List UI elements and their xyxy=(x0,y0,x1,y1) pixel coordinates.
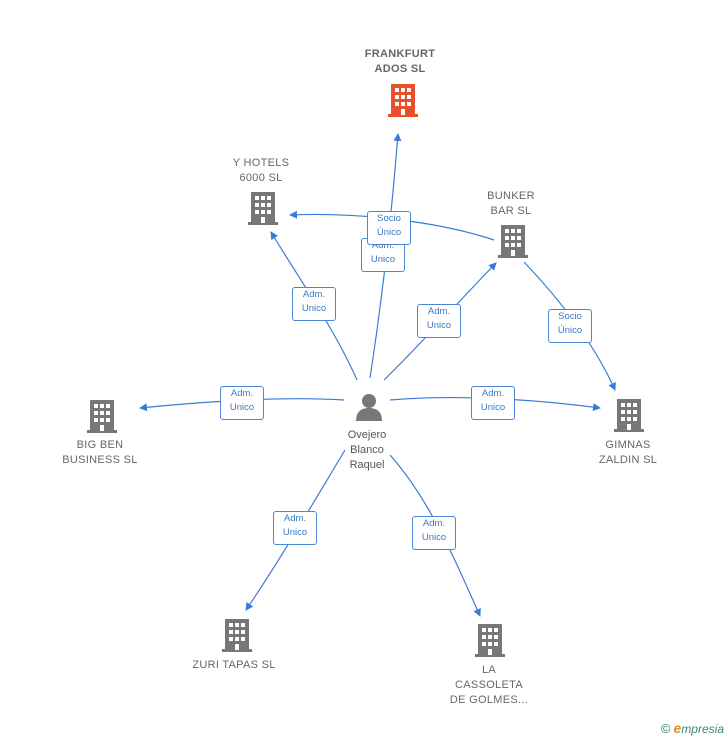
person-label[interactable]: Ovejero Blanco Raquel xyxy=(347,429,387,471)
building-icon xyxy=(222,619,252,652)
edge-label-person-gimnas[interactable]: Adm. Unico xyxy=(471,386,515,420)
company-label-gimnas[interactable]: GIMNAS ZALDIN SL xyxy=(598,439,658,466)
edge-label-bunker-frankfurt[interactable]: Socio Único xyxy=(367,211,411,245)
company-label-yhotels[interactable]: Y HOTELS 6000 SL xyxy=(232,157,290,184)
building-icon-yhotels[interactable] xyxy=(247,191,279,232)
company-label-bigben[interactable]: BIG BEN BUSINESS SL xyxy=(62,439,138,466)
person-icon-svg xyxy=(356,394,382,421)
person-icon[interactable] xyxy=(354,392,384,427)
copyright-icon: © xyxy=(660,721,671,736)
brand-name: mpresia xyxy=(681,722,724,736)
building-icon xyxy=(248,192,278,225)
building-icon-gimnas[interactable] xyxy=(613,398,645,439)
company-label-frankfurt[interactable]: FRANKFURT ADOS SL xyxy=(364,48,436,75)
edge-label-bunker-gimnas[interactable]: Socio Único xyxy=(548,309,592,343)
building-icon-bunker[interactable] xyxy=(497,224,529,265)
building-icon-cassoleta[interactable] xyxy=(474,623,506,664)
building-icon-zuri[interactable] xyxy=(221,618,253,659)
edge-label-person-zuri[interactable]: Adm. Unico xyxy=(273,511,317,545)
edge-label-person-yhotels[interactable]: Adm. Unico xyxy=(292,287,336,321)
building-icon xyxy=(475,624,505,657)
building-icon xyxy=(614,399,644,432)
company-label-bunker[interactable]: BUNKER BAR SL xyxy=(487,190,535,217)
edge-label-person-cassoleta[interactable]: Adm. Unico xyxy=(412,516,456,550)
company-label-zuri[interactable]: ZURI TAPAS SL xyxy=(192,659,276,671)
building-icon-frankfurt[interactable] xyxy=(387,83,419,124)
building-icon xyxy=(498,225,528,258)
brand-initial: e xyxy=(673,720,682,736)
edge-label-person-bigben[interactable]: Adm. Unico xyxy=(220,386,264,420)
building-icon xyxy=(87,400,117,433)
building-icon-bigben[interactable] xyxy=(86,399,118,440)
company-label-cassoleta[interactable]: LA CASSOLETA DE GOLMES... xyxy=(449,664,529,706)
brand-footer[interactable]: ©empresia xyxy=(661,720,724,736)
edge-label-person-bunker[interactable]: Adm. Unico xyxy=(417,304,461,338)
building-icon xyxy=(388,84,418,117)
